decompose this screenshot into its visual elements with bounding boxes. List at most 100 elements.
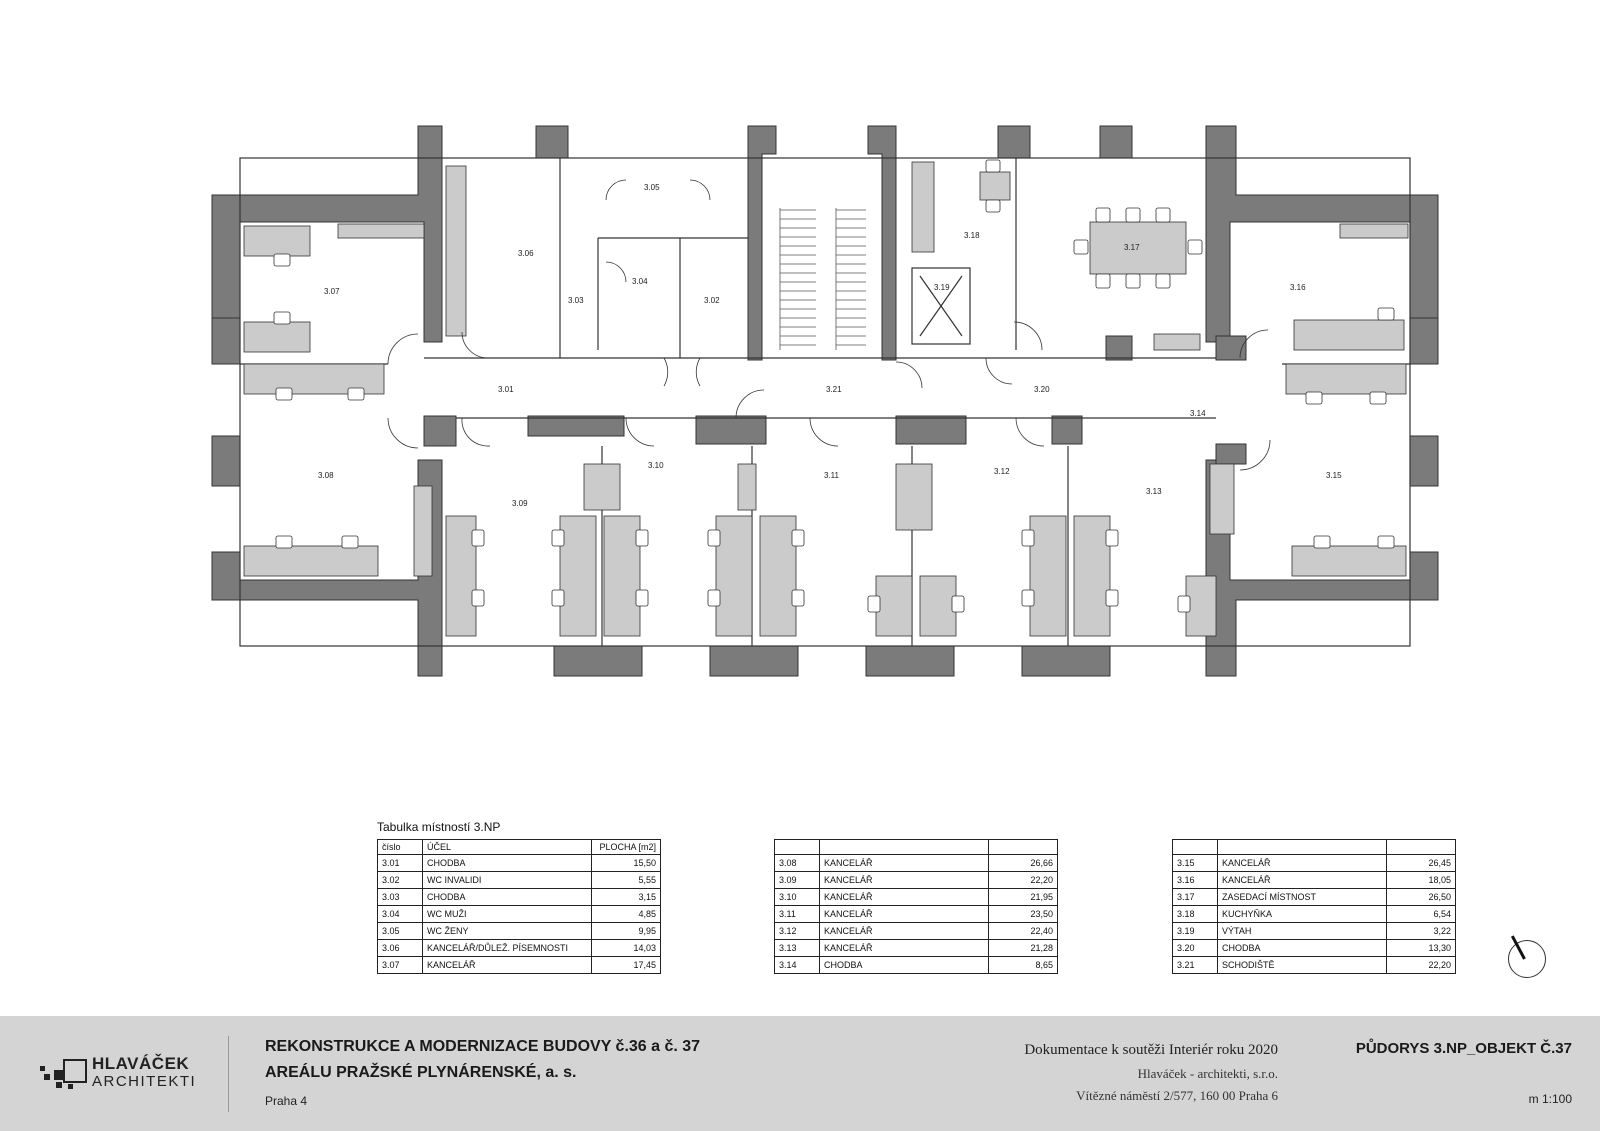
wall-stair-left xyxy=(747,125,777,361)
room-area-cell: 3,22 xyxy=(1386,922,1456,940)
door-swing xyxy=(735,389,765,419)
room-area-cell: 5,55 xyxy=(591,871,661,889)
room-label-3-11: 3.11 xyxy=(824,471,840,480)
wall-left-pier-2 xyxy=(211,435,241,487)
room-use-cell: KANCELÁŘ xyxy=(819,939,989,957)
wall-right-pier-2 xyxy=(1409,435,1439,487)
room-label-3-07: 3.07 xyxy=(324,287,340,296)
chair xyxy=(1095,273,1111,289)
room-number-cell: 3.21 xyxy=(1172,956,1218,974)
wall-node-6 xyxy=(1215,443,1247,465)
table-header-row xyxy=(774,839,1058,855)
room-label-3-09: 3.09 xyxy=(512,499,528,508)
door-swing xyxy=(695,357,701,387)
header-area-empty xyxy=(1386,839,1456,855)
kitchen-counter xyxy=(911,161,935,253)
room-label-3-14: 3.14 xyxy=(1190,409,1206,418)
wall-node-3 xyxy=(695,415,767,445)
wall-bottom-pier-2 xyxy=(709,645,799,677)
door-swing xyxy=(895,361,923,389)
room-number-cell: 3.19 xyxy=(1172,922,1218,940)
room-use-cell: KANCELÁŘ/DŮLEŽ. PÍSEMNOSTI xyxy=(422,939,592,957)
room-use-cell: KANCELÁŘ xyxy=(819,905,989,923)
room-number-cell: 3.13 xyxy=(774,939,820,957)
room-area-cell: 26,45 xyxy=(1386,854,1456,872)
chair xyxy=(985,199,1001,213)
wall-top-pier-2 xyxy=(997,125,1031,159)
header-area-empty xyxy=(988,839,1058,855)
cabinet xyxy=(445,165,467,337)
chair xyxy=(275,535,293,549)
wall-top-pier-3 xyxy=(1099,125,1133,159)
chair xyxy=(1187,239,1203,255)
room-number-cell: 3.16 xyxy=(1172,871,1218,889)
room-use-cell: SCHODIŠTĚ xyxy=(1217,956,1387,974)
chair xyxy=(1155,207,1171,223)
room-label-3-13: 3.13 xyxy=(1146,487,1162,496)
room-number-cell: 3.01 xyxy=(377,854,423,872)
room-number-cell: 3.11 xyxy=(774,905,820,923)
desk xyxy=(919,575,957,637)
room-use-cell: WC ŽENY xyxy=(422,922,592,940)
room-number-cell: 3.17 xyxy=(1172,888,1218,906)
room-number-cell: 3.18 xyxy=(1172,905,1218,923)
wall-stair-right xyxy=(867,125,897,361)
desk xyxy=(875,575,913,637)
desk xyxy=(243,321,311,353)
header-number-empty xyxy=(774,839,820,855)
room-table-caption: Tabulka místností 3.NP xyxy=(377,820,501,834)
room-use-cell: VÝTAH xyxy=(1217,922,1387,940)
wall-bottom-pier-4 xyxy=(1021,645,1111,677)
wall-bottom-pier-1 xyxy=(553,645,643,677)
chair xyxy=(707,589,721,607)
wall-left-pier xyxy=(211,317,241,365)
room-area-cell: 26,66 xyxy=(988,854,1058,872)
room-label-3-08: 3.08 xyxy=(318,471,334,480)
room-area-cell: 21,95 xyxy=(988,888,1058,906)
door-swing xyxy=(1239,329,1269,359)
chair xyxy=(1377,535,1395,549)
wall-bottom-pier-3 xyxy=(865,645,955,677)
chair xyxy=(1021,589,1035,607)
desk xyxy=(1029,515,1067,637)
chairs xyxy=(273,159,1395,613)
cabinet xyxy=(895,463,933,531)
cabinet xyxy=(413,485,433,577)
chair xyxy=(273,311,291,325)
desk xyxy=(445,515,477,637)
door-swing xyxy=(387,333,419,365)
room-use-cell: WC INVALIDI xyxy=(422,871,592,889)
door-swing xyxy=(985,357,1013,385)
logo-name: HLAVÁČEK xyxy=(92,1054,190,1073)
room-number-cell: 3.15 xyxy=(1172,854,1218,872)
room-area-cell: 21,28 xyxy=(988,939,1058,957)
room-number-cell: 3.12 xyxy=(774,922,820,940)
room-use-cell: CHODBA xyxy=(1217,939,1387,957)
room-label-3-03: 3.03 xyxy=(568,296,584,305)
room-area-cell: 26,50 xyxy=(1386,888,1456,906)
room-label-3-02: 3.02 xyxy=(704,296,720,305)
cabinet xyxy=(1339,223,1409,239)
room-labels: 3.01 3.02 3.03 3.04 3.05 3.06 3.07 3.08 … xyxy=(318,183,1342,508)
north-arrow-icon xyxy=(1508,940,1546,978)
chair xyxy=(1125,273,1141,289)
desk xyxy=(1285,363,1407,395)
logo-icon xyxy=(40,1059,87,1089)
door-swing xyxy=(663,357,669,387)
room-label-3-10: 3.10 xyxy=(648,461,664,470)
chair xyxy=(1125,207,1141,223)
room-area-cell: 9,95 xyxy=(591,922,661,940)
chair xyxy=(707,529,721,547)
wall-node-1 xyxy=(423,415,457,447)
room-use-cell: KANCELÁŘ xyxy=(1217,854,1387,872)
desk xyxy=(1185,575,1217,637)
room-number-cell: 3.04 xyxy=(377,905,423,923)
